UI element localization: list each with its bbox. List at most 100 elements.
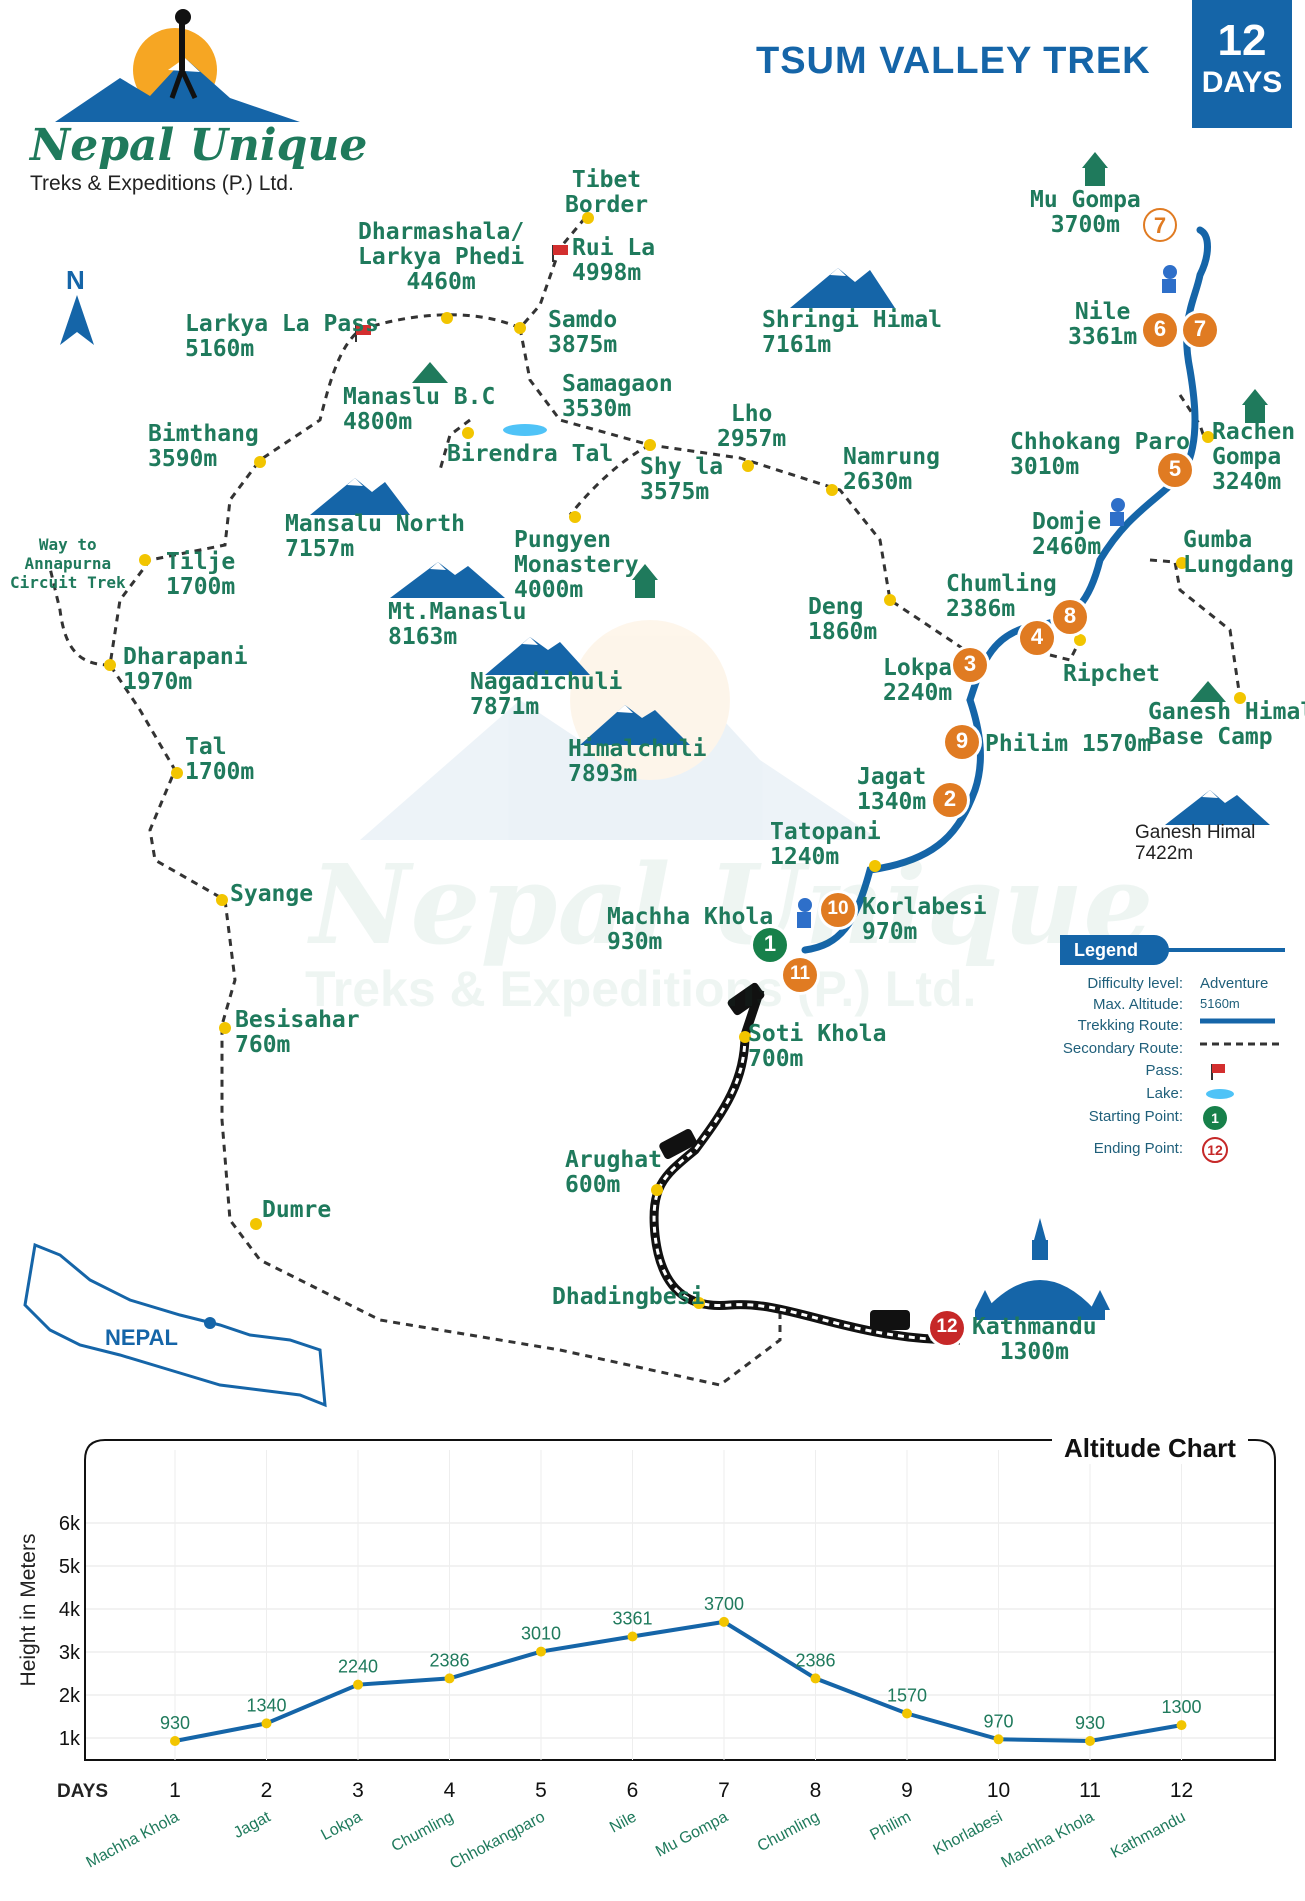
chart-data-label: 3010 (521, 1624, 561, 1644)
place-label-mtmanaslu: Mt.Manaslu 8163m (388, 599, 527, 650)
logo-name: Nepal Unique (30, 120, 368, 171)
day-badge-7: 7 (1143, 208, 1177, 242)
secondary-routes (48, 217, 1242, 1387)
place-label-lho: Lho 2957m (717, 401, 787, 452)
place-label-gumba: Gumba Lungdang (1183, 527, 1294, 578)
chart-point (902, 1708, 912, 1719)
place-label-kathmandu: Kathmandu 1300m (972, 1314, 1097, 1365)
chart-ytick-label: 1k (59, 1728, 81, 1750)
chart-data-label: 1300 (1161, 1697, 1201, 1717)
chart-category-label: Lokpa (318, 1808, 365, 1844)
hiker-icons (797, 265, 1177, 928)
chart-ytick-label: 6k (59, 1513, 81, 1535)
place-label-lokpa: Lokpa 2240m (883, 655, 953, 706)
chart-xtick-label: 1 (169, 1779, 181, 1802)
chart-category-label: Mu Gompa (653, 1808, 731, 1860)
chart-point (1176, 1720, 1187, 1731)
place-label-mu-gompa: Mu Gompa 3700m (1030, 187, 1141, 238)
chart-data-label: 930 (1075, 1713, 1105, 1733)
day-badge-12: 12 (930, 1311, 964, 1345)
day-badge-9: 9 (945, 725, 979, 759)
chart-category-label: Philim (867, 1809, 913, 1844)
chart-point (536, 1646, 546, 1657)
waypoint-dots (104, 212, 1246, 1309)
chart-point (627, 1631, 638, 1642)
place-label-machha: Machha Khola 930m (607, 904, 774, 955)
chart-data-label: 3700 (704, 1594, 744, 1614)
place-label-tatopani: Tatopani 1240m (770, 819, 881, 870)
chart-xtick-label: 2 (261, 1779, 273, 1802)
place-label-tal: Tal 1700m (185, 734, 255, 785)
place-label-chumling: Chumling 2386m (946, 571, 1057, 622)
stupa-icon (975, 1218, 1110, 1320)
chart-data-label: 970 (983, 1711, 1013, 1731)
place-label-samagaon: Samagaon 3530m (562, 371, 673, 422)
chart-xtick-label: 6 (627, 1779, 639, 1802)
chart-ytick-label: 2k (59, 1685, 81, 1707)
legend-title: Legend (1060, 935, 1169, 965)
chart-frame (84, 1439, 1276, 1761)
days-number: 12 (1217, 16, 1267, 65)
chart-point (261, 1718, 272, 1729)
place-label-himalchuli: Himalchuli 7893m (568, 736, 707, 787)
chart-point (719, 1616, 729, 1627)
day-badge-11: 11 (783, 958, 817, 992)
north-arrow-icon (60, 295, 94, 345)
chart-data-label: 2386 (795, 1650, 835, 1670)
chart-category-label: Machha Khola (84, 1808, 182, 1871)
chart-data-label: 3361 (612, 1608, 652, 1628)
place-label-bimthang: Bimthang 3590m (148, 421, 259, 472)
place-label-birendra-tal: Birendra Tal (447, 441, 614, 467)
chart-category-label: Nile (607, 1808, 639, 1836)
place-label-shy-la: Shy la 3575m (640, 454, 724, 505)
legend-label: Difficulty level: (1087, 975, 1183, 992)
chart-data-label: 1340 (246, 1695, 286, 1715)
chart-ytick-label: 3k (59, 1642, 81, 1664)
legend-label: Secondary Route: (1062, 1040, 1183, 1057)
mountain-icons (310, 268, 1270, 825)
chart-ylabel: Height in Meters (17, 1534, 40, 1687)
place-label-rui-la: Rui La 4998m (572, 235, 656, 286)
place-label-domje: Domje 2460m (1032, 509, 1102, 560)
place-label-nagadichuli: Nagadichuli 7871m (470, 669, 623, 720)
vehicle-icons (659, 982, 910, 1330)
place-label-ganesh-himal: Ganesh Himal 7422m (1135, 822, 1256, 864)
place-label-nile: Nile 3361m (1068, 299, 1138, 350)
chart-xtick-label: 4 (444, 1779, 456, 1802)
day-badge-1: 1 (753, 928, 787, 962)
legend-label: Lake: (1146, 1085, 1183, 1102)
nepal-map-icon (23, 1242, 327, 1408)
place-label-dumre: Dumre (262, 1197, 332, 1223)
place-label-ganesh-bc: Ganesh Himal Base Camp (1148, 699, 1305, 750)
legend-label: Pass: (1145, 1062, 1183, 1079)
chart-category-label: Chhokangparo (447, 1808, 548, 1872)
place-label-larkya-la: Larkya La Pass 5160m (185, 311, 379, 362)
chart-data-label: 1570 (887, 1685, 927, 1705)
legend-end-number: 12 (1207, 1142, 1223, 1158)
chart-xtick-label: 9 (901, 1779, 913, 1802)
chart-xtick-label: 3 (352, 1779, 364, 1802)
place-label-tibet-border: Tibet Border (565, 167, 649, 218)
page-title: TSUM VALLEY TREK (756, 40, 1151, 82)
place-label-besisahar: Besisahar 760m (235, 1007, 360, 1058)
place-label-deng: Deng 1860m (808, 594, 878, 645)
place-label-manaslu-bc: Manaslu B.C 4800m (343, 384, 496, 435)
chart-xtick-label: 5 (535, 1779, 547, 1802)
chart-title: Altitude Chart (1052, 1433, 1248, 1464)
compass-label: N (66, 265, 85, 295)
day-badge-3: 3 (953, 648, 987, 682)
mountain-snow (347, 268, 1218, 798)
place-label-arughat: Arughat 600m (565, 1147, 662, 1198)
legend-graphics (1155, 948, 1285, 1163)
place-label-shringi: Shringi Himal 7161m (762, 307, 943, 358)
chart-xtick-label: 8 (810, 1779, 822, 1802)
chart-point (353, 1679, 363, 1690)
chart-category-label: Machha Khola (999, 1808, 1097, 1871)
chart-series-line (174, 1619, 1182, 1744)
legend-label: Max. Altitude: (1092, 996, 1183, 1013)
place-label-syange: Syange (230, 881, 314, 907)
place-label-mansalu-north: Mansalu North 7157m (285, 511, 466, 562)
gompa-icons (632, 152, 1268, 598)
chart-xlabel: DAYS (57, 1781, 108, 1802)
legend-value: Adventure (1200, 975, 1269, 992)
